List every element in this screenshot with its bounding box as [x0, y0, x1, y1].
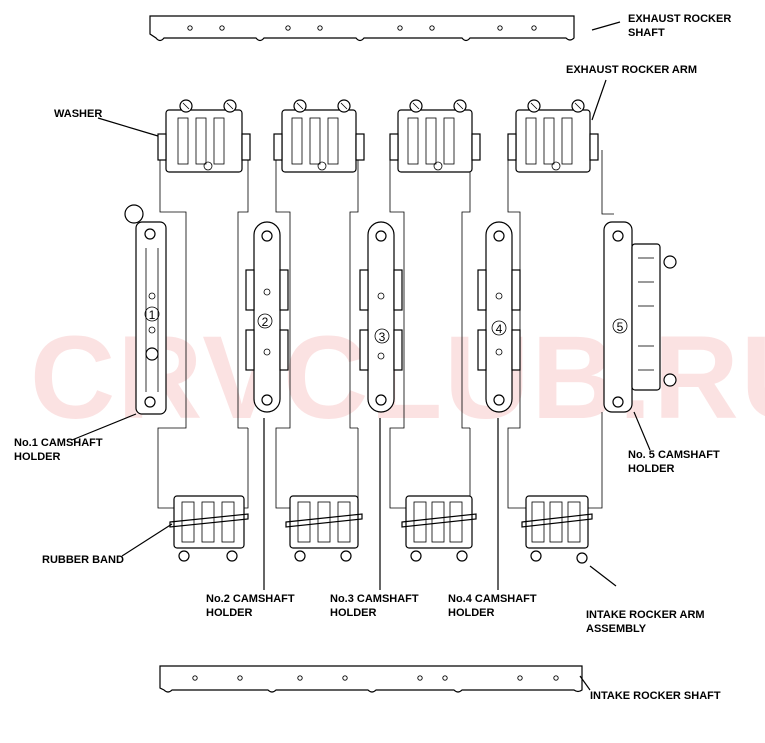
- intake-rocker-arm-2: [285, 495, 363, 562]
- intake-rocker-arm-3: [401, 495, 477, 562]
- holder-number-4: 4: [496, 322, 503, 336]
- label-camshaft-holder-4-line2: HOLDER: [448, 607, 495, 619]
- exhaust-rocker-arm-3: [389, 99, 481, 173]
- label-exhaust-rocker-shaft-line2: SHAFT: [628, 27, 665, 39]
- label-camshaft-holder-5-line2: HOLDER: [628, 463, 675, 475]
- exhaust-rocker-arm-1: [157, 99, 251, 173]
- label-exhaust-rocker-shaft-line1: EXHAUST ROCKER: [628, 13, 731, 25]
- label-camshaft-holder-2-line1: No.2 CAMSHAFT: [206, 593, 295, 605]
- exhaust-rocker-arm-4: [507, 99, 599, 173]
- exhaust-rocker-shaft: [149, 15, 575, 42]
- leader-lines: [71, 21, 651, 691]
- label-camshaft-holder-2-line2: HOLDER: [206, 607, 253, 619]
- label-camshaft-holder-3-line2: HOLDER: [330, 607, 377, 619]
- holder-number-5: 5: [617, 320, 624, 334]
- label-camshaft-holder-4-line1: No.4 CAMSHAFT: [448, 593, 537, 605]
- camshaft-holder-2: 2: [245, 221, 289, 413]
- label-intake-rocker-arm-line1: INTAKE ROCKER ARM: [586, 609, 705, 621]
- label-camshaft-holder-5-line1: No. 5 CAMSHAFT: [628, 449, 720, 461]
- intake-rocker-arm-4: [521, 495, 593, 564]
- label-washer: WASHER: [54, 108, 102, 120]
- holder-number-1: 1: [149, 308, 156, 322]
- label-exhaust-rocker-arm: EXHAUST ROCKER ARM: [566, 64, 697, 76]
- holder-number-3: 3: [379, 330, 386, 344]
- intake-rocker-arm-1: [169, 495, 249, 562]
- label-camshaft-holder-1-line2: HOLDER: [14, 451, 61, 463]
- label-intake-rocker-shaft: INTAKE ROCKER SHAFT: [590, 690, 721, 702]
- camshaft-holder-5: 5: [603, 221, 677, 413]
- label-intake-rocker-arm-line2: ASSEMBLY: [586, 623, 647, 635]
- camshaft-holder-1: 1: [124, 204, 167, 415]
- camshaft-holder-3: 3: [359, 221, 403, 413]
- camshaft-holder-4: 4: [477, 221, 521, 413]
- intake-rocker-shaft: [159, 665, 583, 693]
- label-camshaft-holder-3-line1: No.3 CAMSHAFT: [330, 593, 419, 605]
- label-camshaft-holder-1-line1: No.1 CAMSHAFT: [14, 437, 103, 449]
- holder-number-2: 2: [262, 315, 269, 329]
- exhaust-rocker-arm-2: [273, 99, 365, 173]
- label-rubber-band: RUBBER BAND: [42, 554, 124, 566]
